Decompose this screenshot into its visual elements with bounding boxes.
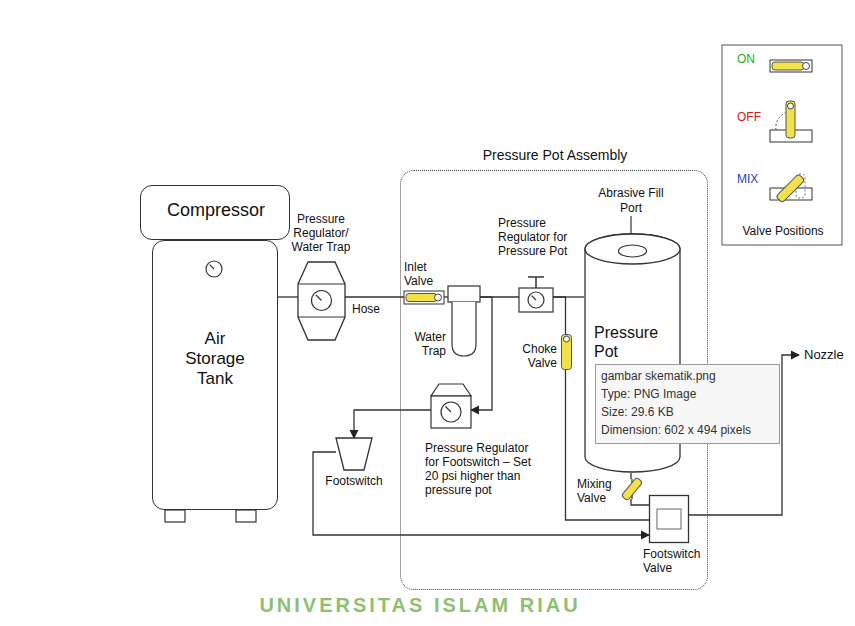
- pipe-connector: [631, 499, 649, 505]
- choke-valve: Choke Valve: [561, 334, 572, 370]
- node-label: Pressure Regulator/ Water Trap: [281, 212, 361, 254]
- tank-foot: [236, 510, 256, 522]
- legend-box: [722, 45, 842, 245]
- pipe-connector: [553, 297, 566, 334]
- node-label: Inlet Valve: [404, 260, 448, 288]
- legend-label: ON: [737, 52, 755, 67]
- pipe-connector: [345, 296, 404, 297]
- legend-title: Valve Positions: [730, 224, 836, 239]
- node-label: Water Trap: [404, 330, 446, 358]
- tooltip-text: gambar skematik.png: [601, 369, 777, 384]
- node-label: Pressure Regulator for Pressure Pot: [498, 216, 570, 258]
- legend-label: MIX: [737, 172, 758, 187]
- footswitch: Footswitch: [336, 438, 372, 470]
- pipe-connector: [630, 473, 631, 479]
- edge-label: Hose: [350, 302, 382, 317]
- pipe-connector: [354, 410, 431, 438]
- pipe-connector: [444, 296, 448, 297]
- regulator-symbol: Pressure Regulator/ Water Trap: [298, 262, 345, 340]
- regulator-symbol: Pressure Regulator for Footswitch – Set …: [431, 384, 471, 428]
- outlet-label: Nozzle: [804, 347, 852, 362]
- water-trap: Water Trap: [448, 286, 480, 356]
- compressor-box: Compressor: [140, 185, 290, 240]
- footswitch-outline: [336, 438, 372, 470]
- footswitch-valve-outline: [649, 495, 689, 543]
- tooltip-text: Size: 29.6 KB: [601, 405, 777, 420]
- choke-valve-outline: [561, 334, 572, 370]
- node-label: Mixing Valve: [577, 477, 619, 505]
- node-label: Footswitch Valve: [643, 547, 705, 575]
- node-label: Pressure Regulator for Footswitch – Set …: [425, 441, 537, 497]
- mixing-valve-outline: [621, 479, 643, 499]
- regulator-symbol-outline: [431, 384, 471, 428]
- footswitch-valve: Footswitch Valve: [649, 495, 689, 543]
- tank-foot: [165, 510, 185, 522]
- inlet-valve: Inlet Valve: [404, 291, 444, 304]
- valve-off-symbol: [770, 101, 812, 142]
- valve-mix-symbol: [770, 174, 812, 203]
- legend-label: OFF: [737, 110, 761, 125]
- node-label: Pressure Pot Assembly: [401, 147, 709, 164]
- node-label: Compressor: [141, 203, 291, 217]
- tooltip-text: Type: PNG Image: [601, 387, 777, 402]
- water-trap-outline: [448, 286, 480, 356]
- node-label: Footswitch: [322, 474, 386, 488]
- mixing-valve: Mixing Valve: [621, 479, 643, 499]
- node-label: Choke Valve: [511, 342, 557, 370]
- node-label: Air Storage Tank: [179, 329, 251, 389]
- inlet-valve-outline: [404, 291, 444, 304]
- node-label: Pressure Pot: [594, 323, 674, 361]
- callout-label: Abrasive Fill Port: [596, 186, 666, 216]
- pipe-connector: [278, 296, 298, 297]
- valve-on-symbol: [770, 60, 812, 72]
- air-tank: Air Storage Tank: [152, 240, 278, 510]
- regulator-symbol: Pressure Regulator for Pressure Pot: [519, 276, 553, 313]
- tooltip-text: Dimension: 602 x 494 pixels: [601, 423, 777, 438]
- regulator-symbol-outline: [519, 276, 553, 313]
- regulator-symbol-outline: [298, 262, 345, 340]
- watermark: UNIVERSITAS ISLAM RIAU: [240, 598, 600, 613]
